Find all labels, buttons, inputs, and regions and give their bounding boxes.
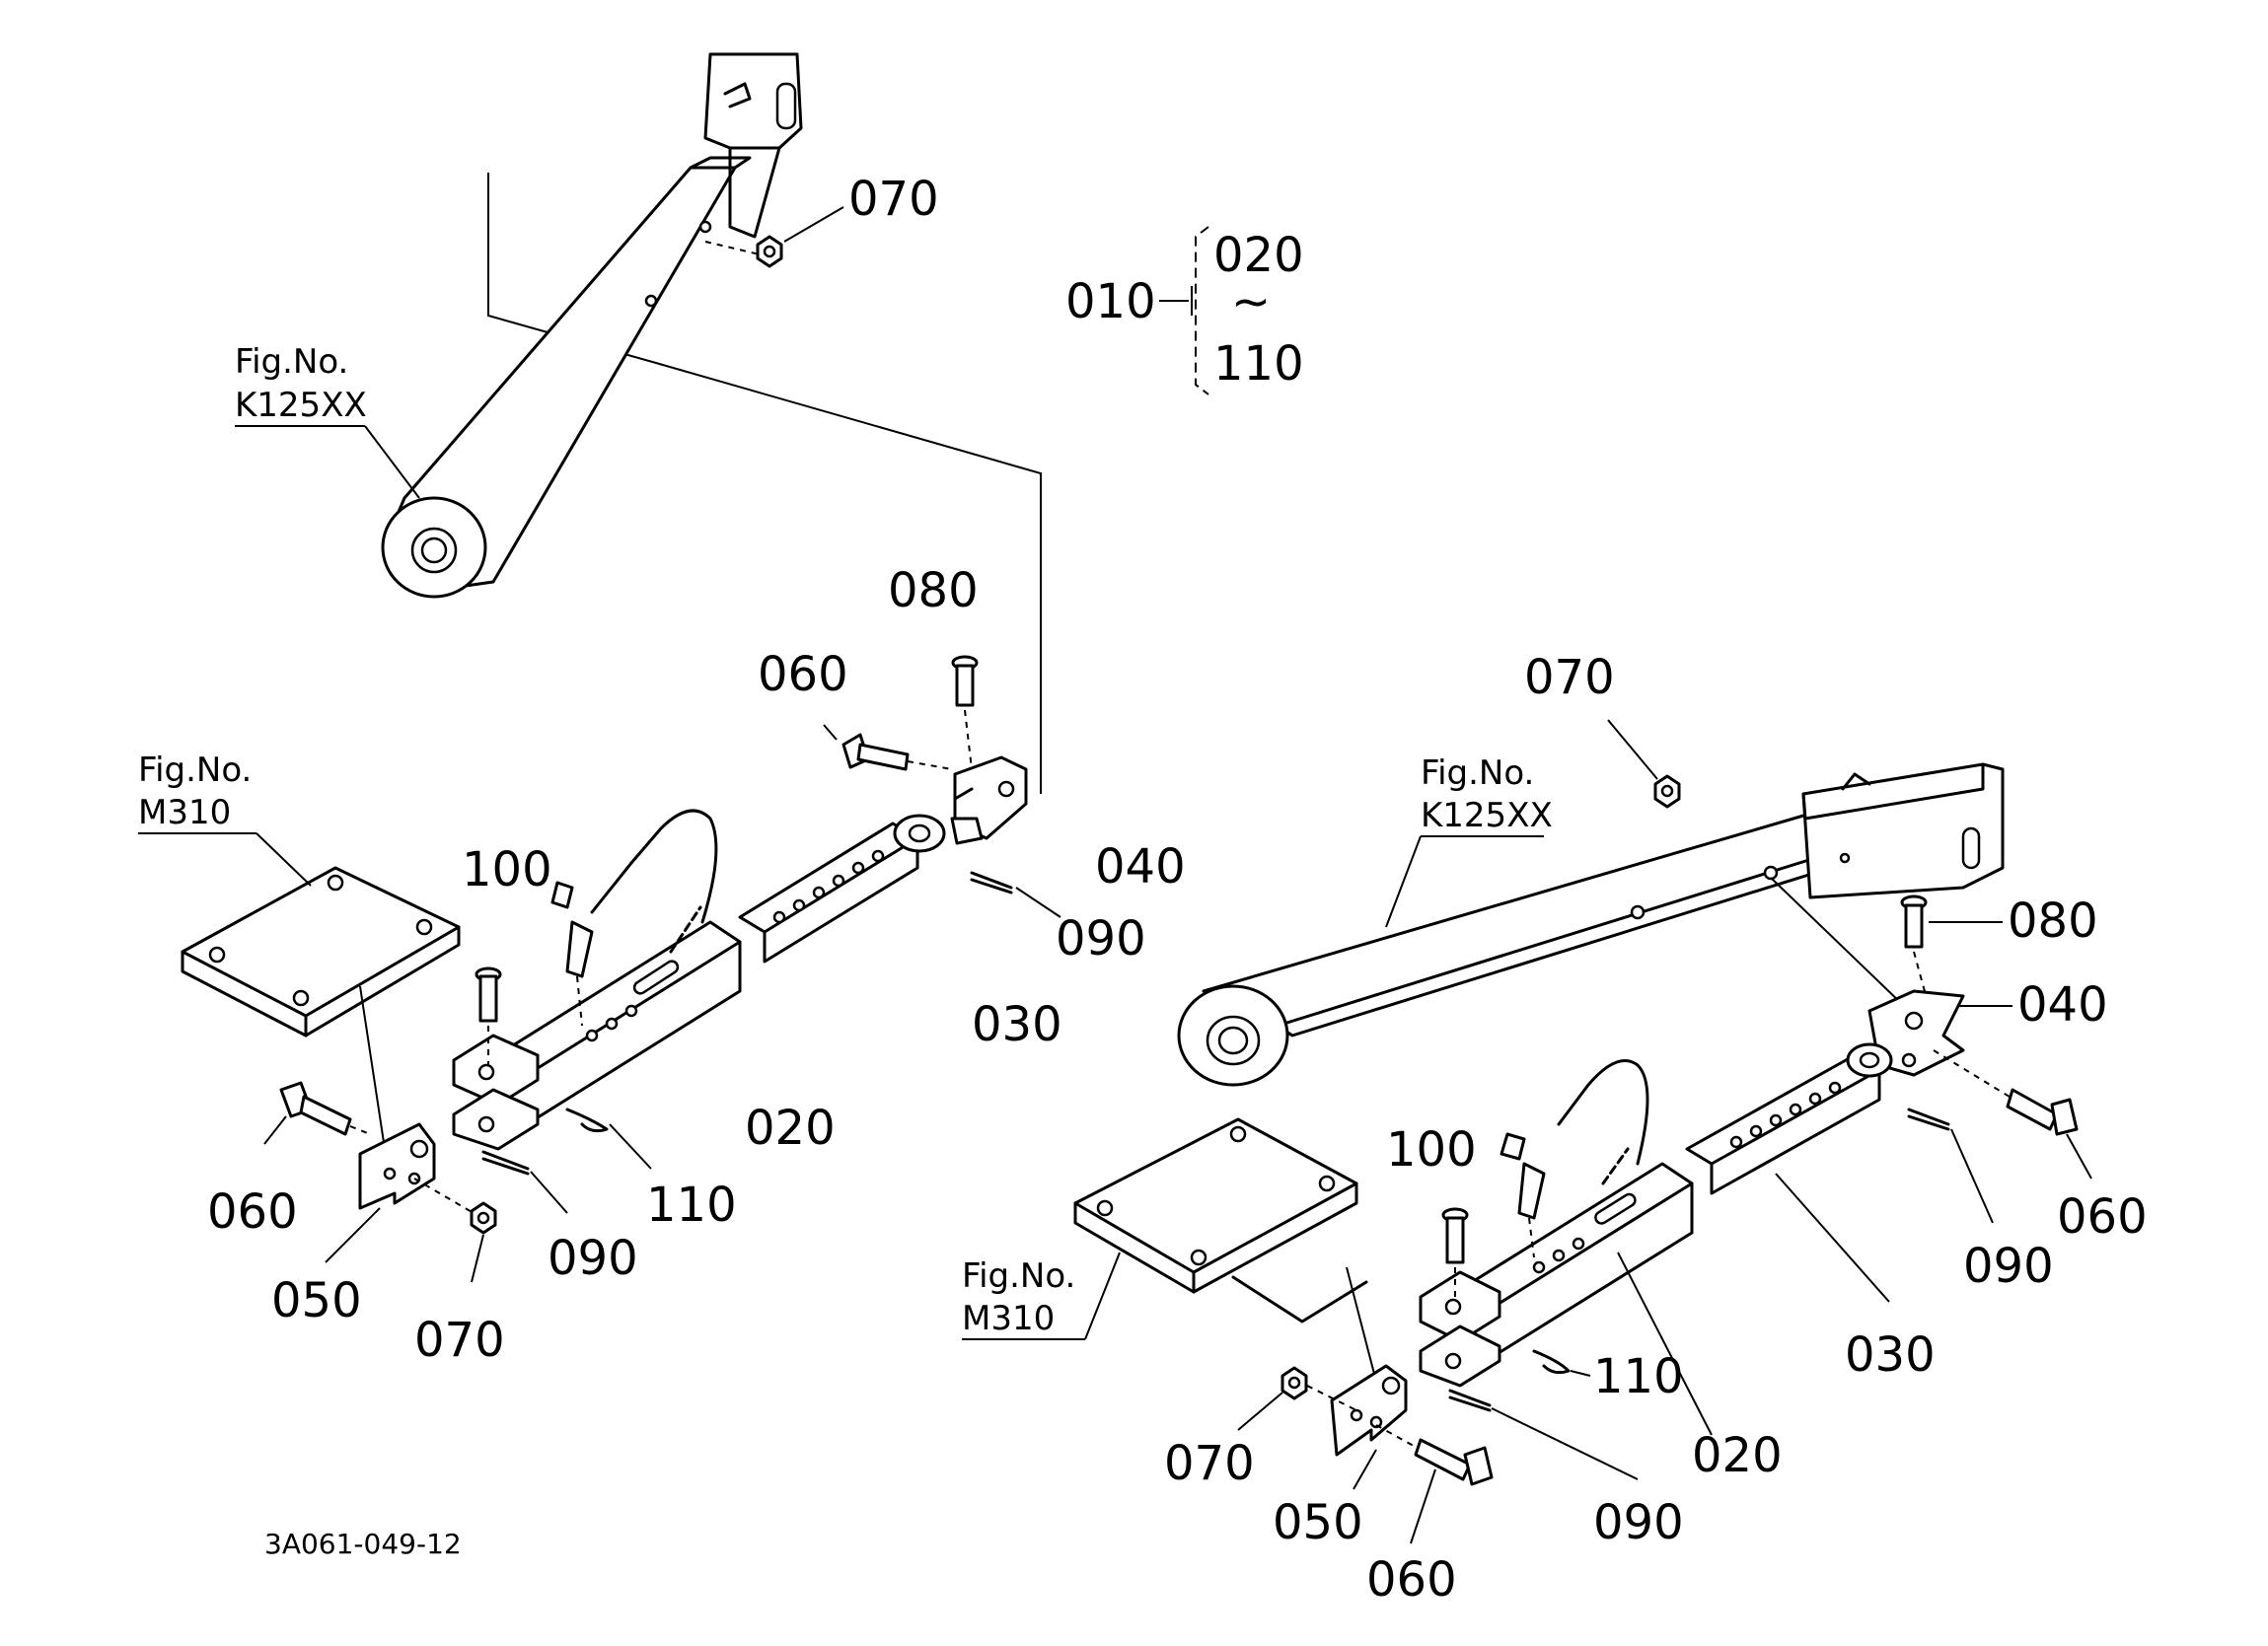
- label-060: 060: [207, 1184, 298, 1240]
- left-bolt-060-top: [823, 724, 953, 771]
- right-bracket-050: [1330, 1364, 1408, 1490]
- svg-text:010: 010: [1065, 274, 1156, 329]
- right-bolt-060-bottom: [1375, 1424, 1494, 1544]
- left-mounting-plate: [181, 866, 461, 1150]
- right-cotter-090-bottom: [1448, 1389, 1639, 1480]
- label-020: 020: [745, 1101, 836, 1156]
- left-bracket-050: [325, 1122, 436, 1263]
- left-bolt-060-bottom: [263, 1081, 371, 1145]
- left-pin-080: [951, 655, 979, 770]
- right-chain-and-pin: [1500, 1059, 1649, 1258]
- svg-text:K125XX: K125XX: [1421, 796, 1553, 835]
- label-070: 070: [1524, 650, 1615, 705]
- label-050: 050: [271, 1273, 362, 1328]
- label-020: 020: [1692, 1428, 1783, 1483]
- left-cotter-090-bottom: [481, 1150, 568, 1214]
- right-nut-070-top: [1607, 719, 1681, 809]
- left-rpin-110: [565, 1108, 652, 1170]
- label-090: 090: [1056, 911, 1146, 966]
- label-070: 070: [1164, 1436, 1255, 1491]
- label-030: 030: [1845, 1327, 1936, 1383]
- right-tube-030: [1685, 1042, 1893, 1303]
- svg-text:M310: M310: [962, 1299, 1055, 1338]
- left-part-labels: 070 080 060 040 090 030 100 020 110 090 …: [207, 172, 1186, 1368]
- svg-text:K125XX: K125XX: [235, 386, 367, 425]
- top-left-lower-link-arm: [381, 52, 1042, 794]
- right-bolt-060-right: [1933, 1049, 2092, 1180]
- label-060: 060: [2057, 1189, 2148, 1245]
- svg-text:Fig.No.: Fig.No.: [235, 342, 348, 382]
- label-090: 090: [1593, 1495, 1684, 1550]
- left-bracket-040: [950, 755, 1028, 845]
- left-tube-020: [452, 920, 742, 1151]
- svg-text:Fig.No.: Fig.No.: [1421, 753, 1534, 793]
- label-080: 080: [888, 563, 979, 618]
- label-090: 090: [1963, 1239, 2054, 1294]
- label-040: 040: [2017, 977, 2108, 1033]
- label-030: 030: [972, 997, 1062, 1052]
- left-cotter-090-right: [970, 871, 1061, 918]
- label-070: 070: [848, 172, 939, 227]
- svg-text:M310: M310: [138, 793, 231, 832]
- right-lower-link-arm: [1177, 762, 2005, 1087]
- fig-ref-left-plate: Fig.No. M310: [138, 751, 312, 887]
- label-080: 080: [2008, 894, 2098, 949]
- right-pin-080: [1900, 895, 2003, 1007]
- label-060: 060: [1366, 1552, 1457, 1608]
- right-part-labels: 070 080 040 060 090 030 100 110 020 090 …: [1164, 650, 2148, 1608]
- label-070: 070: [414, 1313, 505, 1368]
- left-chain-and-pin: [550, 809, 718, 1027]
- drawing-code: 3A061-049-12: [264, 1528, 462, 1560]
- svg-text:~: ~: [1231, 274, 1271, 329]
- right-mounting-plate: [1073, 1117, 1382, 1401]
- fig-ref-right-plate: Fig.No. M310: [962, 1252, 1121, 1340]
- svg-text:110: 110: [1213, 336, 1304, 392]
- svg-text:020: 020: [1213, 228, 1304, 283]
- svg-text:Fig.No.: Fig.No.: [962, 1256, 1075, 1296]
- nut-070-top-left: [704, 206, 844, 268]
- label-110: 110: [646, 1178, 737, 1233]
- left-tube-030: [738, 814, 946, 964]
- right-rpin-110: [1532, 1349, 1591, 1377]
- fig-ref-right-arm: Fig.No. K125XX: [1385, 753, 1553, 928]
- label-090: 090: [548, 1231, 638, 1286]
- label-050: 050: [1273, 1495, 1363, 1550]
- right-nut-070-bottom: [1237, 1366, 1357, 1431]
- label-110: 110: [1593, 1349, 1684, 1404]
- right-cotter-090-right: [1907, 1108, 1994, 1224]
- right-pin-100: [1441, 1207, 1469, 1300]
- label-100: 100: [462, 842, 552, 897]
- left-nut-070-bottom: [413, 1178, 497, 1283]
- fig-ref-top-left: Fig.No. K125XX: [235, 342, 420, 499]
- label-100: 100: [1386, 1122, 1477, 1178]
- label-060: 060: [758, 647, 848, 702]
- left-pin-100: [475, 966, 502, 1065]
- label-040: 040: [1095, 839, 1186, 895]
- group-label-010: 010 020 ~ 110: [1065, 226, 1304, 395]
- right-tube-020: [1419, 1162, 1713, 1436]
- svg-text:Fig.No.: Fig.No.: [138, 751, 252, 790]
